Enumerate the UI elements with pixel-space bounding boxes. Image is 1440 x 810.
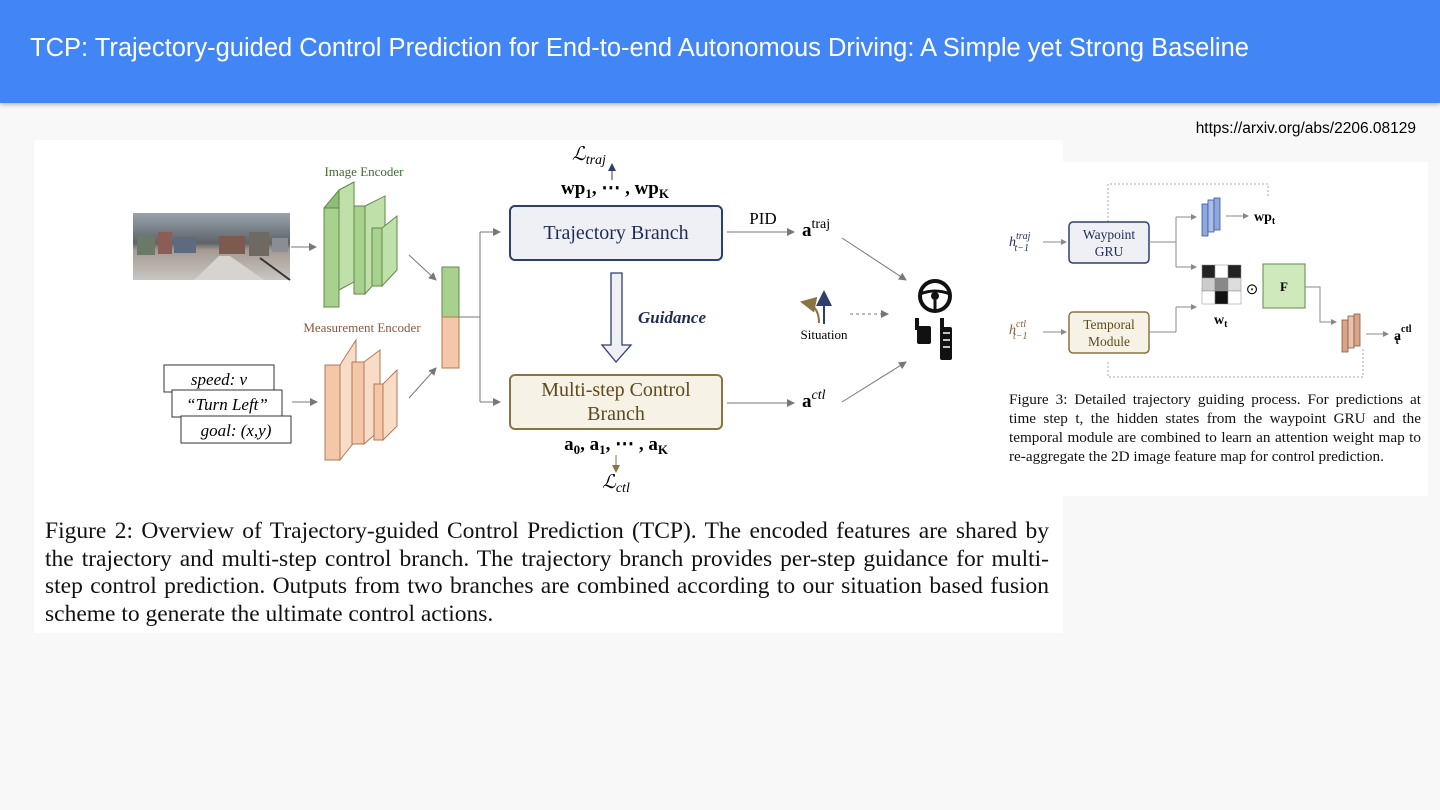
- figure-3-caption: Figure 3: Detailed trajectory guiding pr…: [1009, 391, 1421, 465]
- measurement-encoder: [324, 338, 398, 462]
- steering-wheel-icon: [918, 279, 952, 313]
- situation-icon: [800, 290, 832, 324]
- control-branch-line1: Multi-step Control: [541, 379, 691, 401]
- measurement-inputs: speed: v “Turn Left” goal: (x,y): [163, 364, 292, 444]
- loss-traj: ℒtraj: [572, 144, 606, 168]
- figure-2-caption: Figure 2: Overview of Trajectory-guided …: [45, 518, 1049, 627]
- waypoints-label: wp1, ⋯ , wpK: [561, 178, 670, 201]
- a-traj-label: atraj: [802, 217, 830, 241]
- figure-2-panel: Image Encoder Measurement Encoder speed:…: [34, 140, 1063, 633]
- a-ctl-label: actl: [802, 388, 826, 412]
- slide-header: TCP: Trajectory-guided Control Predictio…: [0, 0, 1440, 103]
- figure-2-diagram: Image Encoder Measurement Encoder speed:…: [133, 144, 952, 496]
- waypoint-gru-line2: GRU: [1095, 244, 1124, 259]
- measurement-encoder-label: Measurement Encoder: [303, 320, 421, 335]
- trajectory-branch-label: Trajectory Branch: [543, 222, 688, 244]
- wp-t-label: wpt: [1254, 210, 1276, 227]
- trajectory-branch-box: [509, 205, 723, 261]
- actions-label: a0, a1, ⋯ , aK: [564, 434, 669, 457]
- w-t-label: wt: [1214, 313, 1228, 330]
- slide-title: TCP: Trajectory-guided Control Predictio…: [30, 34, 1249, 62]
- f-label: F: [1280, 279, 1288, 294]
- guidance-arrow: [600, 272, 633, 364]
- waypoint-gru-line1: Waypoint: [1083, 227, 1135, 242]
- measurement-speed: speed: v: [191, 370, 248, 389]
- image-encoder-label: Image Encoder: [324, 164, 404, 179]
- odot-label: ⊙: [1246, 282, 1259, 298]
- image-encoder: [323, 181, 398, 309]
- measurement-goal: goal: (x,y): [201, 421, 272, 440]
- waypoint-head-blocks: [1201, 197, 1221, 237]
- control-branch-line2: Branch: [587, 403, 645, 425]
- camera-image: [133, 213, 291, 281]
- paper-link[interactable]: https://arxiv.org/abs/2206.08129: [1195, 120, 1416, 137]
- pedals-icon: [915, 318, 952, 360]
- loss-ctl: ℒctl: [602, 472, 630, 496]
- control-branch-box: [509, 374, 723, 430]
- pid-label: PID: [749, 209, 776, 228]
- temporal-line2: Module: [1088, 334, 1130, 349]
- temporal-line1: Temporal: [1083, 317, 1135, 332]
- feature-f-box: [1262, 263, 1306, 309]
- measurement-command: “Turn Left”: [186, 395, 268, 414]
- guidance-label: Guidance: [638, 308, 706, 327]
- situation-label: Situation: [801, 327, 848, 342]
- fused-feature-vector: [441, 266, 460, 369]
- attention-weight-map: [1201, 264, 1242, 305]
- control-head-blocks: [1341, 313, 1361, 353]
